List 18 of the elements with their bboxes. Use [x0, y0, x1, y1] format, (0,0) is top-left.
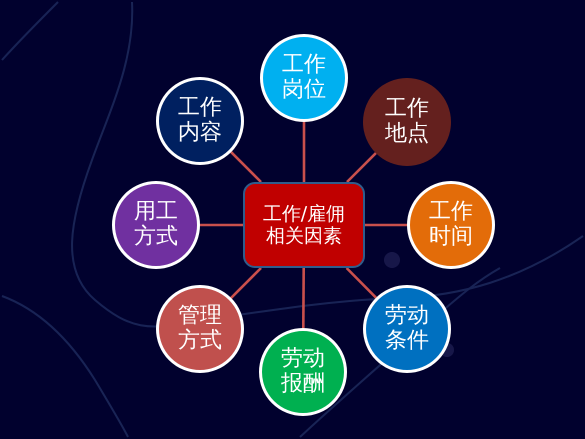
factor-label: 劳动条件 [384, 304, 430, 354]
factor-label: 工作岗位 [280, 53, 327, 103]
factor-label: 管理方式 [176, 304, 223, 354]
connector-line [365, 224, 407, 226]
connector-line [346, 152, 377, 183]
connector-line [302, 122, 306, 182]
factor-label: 工作时间 [428, 200, 474, 250]
factor-label: 用工方式 [132, 200, 179, 250]
factor-label: 劳动报酬 [280, 347, 326, 397]
central-box [243, 182, 365, 268]
connector-line [200, 224, 243, 226]
connector-line [346, 267, 377, 299]
central-label: 工作/雇佣相关因素 [262, 202, 346, 248]
connector-line [230, 267, 262, 299]
factor-label: 工作地点 [384, 97, 430, 147]
connector-line [230, 151, 262, 183]
connector-line [302, 268, 305, 328]
factor-label: 工作内容 [176, 96, 223, 146]
